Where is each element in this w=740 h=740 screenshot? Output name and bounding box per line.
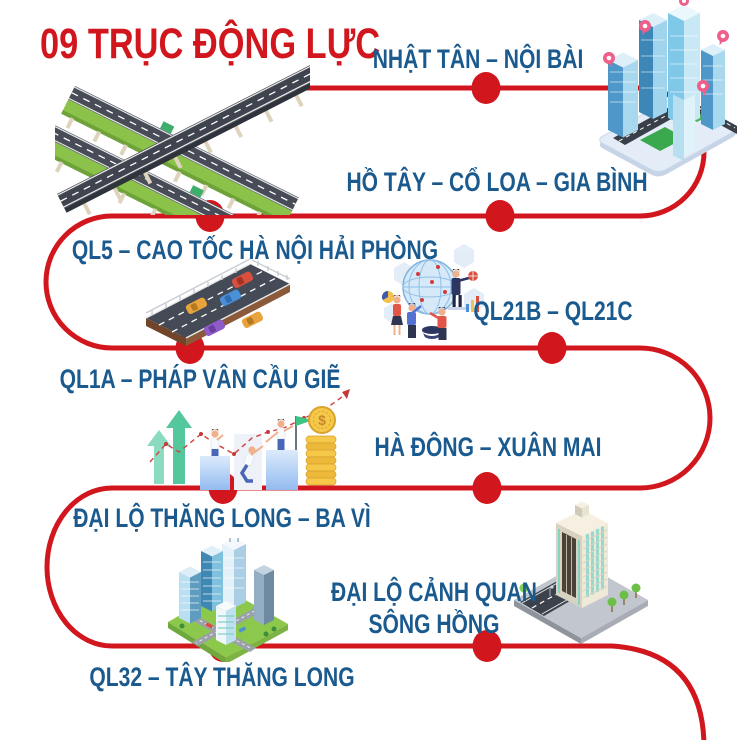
office-building-illustration [514, 501, 648, 644]
isometric-buildings [608, 0, 725, 161]
highway-interchange-illustration [55, 64, 310, 215]
route-dot [472, 472, 502, 504]
page-title: 09 TRỤC ĐỘNG LỰC [40, 20, 381, 68]
growth-chart-illustration: $ [147, 389, 350, 490]
global-trade-illustration [381, 244, 484, 340]
route-dot [485, 200, 515, 232]
route-line [43, 85, 713, 740]
city-block-illustration [168, 538, 288, 662]
money-coins: $ [305, 406, 337, 486]
route-label-ha-dong-xuan-mai: HÀ ĐÔNG – XUÂN MAI [374, 432, 602, 462]
route-dot [537, 332, 567, 364]
route-label-ql32-tay-thang-long: QL32 – TÂY THĂNG LONG [89, 662, 355, 692]
highway-cars-illustration [145, 258, 291, 346]
route-label-ql1a-phap-van: QL1A – PHÁP VÂN CẦU GIẼ [59, 364, 341, 394]
cars [185, 271, 264, 336]
people-figures [391, 269, 478, 340]
svg-text:$: $ [318, 412, 326, 428]
route-label-nhat-tan-noi-bai: NHẬT TÂN – NỘI BÀI [372, 44, 584, 74]
route-label-ho-tay-co-loa-gia-binh: HỒ TÂY – CỔ LOA – GIA BÌNH [346, 167, 648, 197]
location-pin-icons [603, 0, 729, 96]
route-dot [472, 630, 502, 662]
route-label-line2: SÔNG HỒNG [368, 608, 500, 639]
mini-bar-chart [466, 296, 479, 312]
smart-city-illustration [599, 0, 737, 177]
route-label-dai-lo-thang-long: ĐẠI LỘ THĂNG LONG – BA VÌ [73, 503, 371, 533]
route-label-ql5-cao-toc: QL5 – CAO TỐC HÀ NỘI HẢI PHÒNG [71, 235, 439, 265]
route-label-dai-lo-canh-quan-song-hong: ĐẠI LỘ CẢNH QUAN SÔNG HỒNG [331, 577, 537, 641]
route-label-ql21b-ql21c: QL21B – QL21C [473, 296, 633, 326]
route-dot [471, 72, 501, 104]
route-label-line1: ĐẠI LỘ CẢNH QUAN [331, 577, 537, 607]
people-figures [210, 419, 294, 483]
guardrail [145, 258, 291, 315]
mini-cars [205, 622, 246, 633]
street-trees [519, 583, 641, 612]
